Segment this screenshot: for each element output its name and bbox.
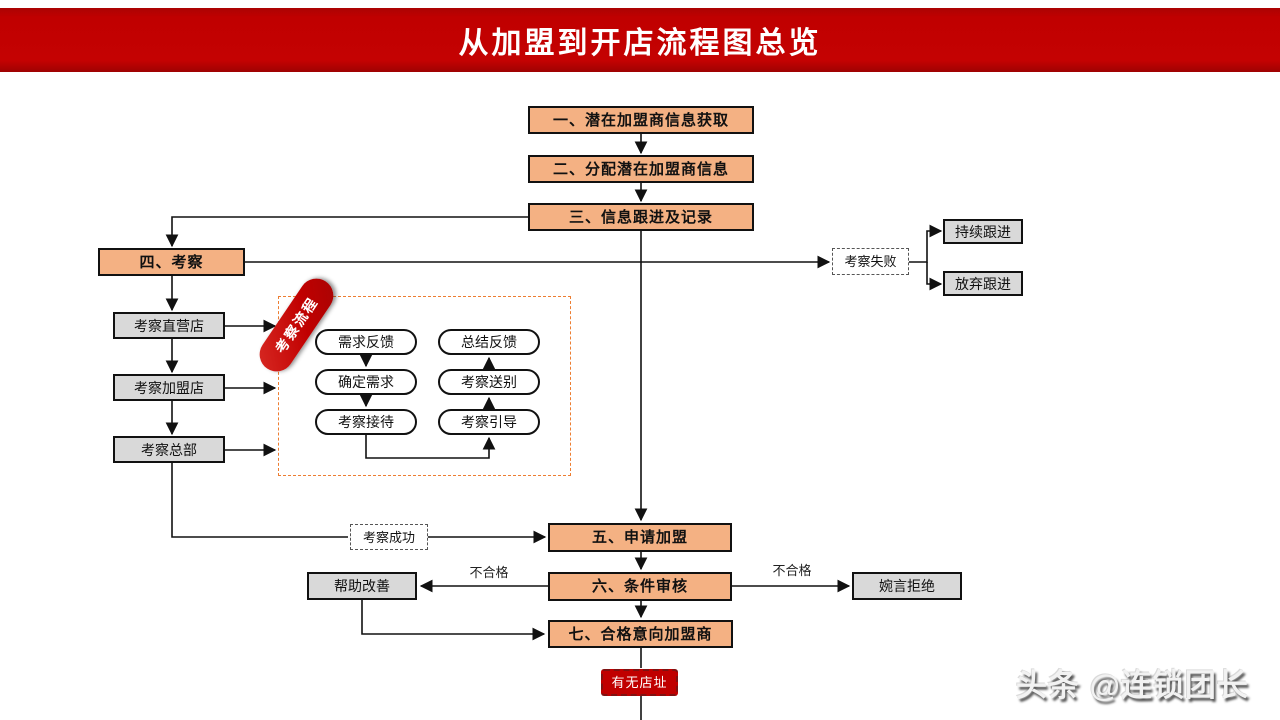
page-title: 从加盟到开店流程图总览 [458, 27, 822, 60]
site-availability-node: 有无店址 [601, 669, 678, 696]
help-improve-node: 帮助改善 [307, 572, 417, 600]
pill-summary-feedback: 总结反馈 [438, 329, 540, 355]
abandon-follow-label: 放弃跟进 [955, 275, 1011, 292]
pill-confirm-demand: 确定需求 [315, 369, 417, 395]
step-7-label: 七、合格意向加盟商 [568, 625, 713, 643]
step-6-condition-review: 六、条件审核 [548, 572, 732, 601]
polite-refusal-label: 婉言拒绝 [879, 578, 935, 594]
step-6-label: 六、条件审核 [591, 578, 688, 595]
step-1-info-acquisition: 一、潜在加盟商信息获取 [528, 106, 754, 134]
inspect-headquarters-label: 考察总部 [141, 441, 197, 458]
pill-inspection-reception: 考察接待 [315, 409, 417, 435]
pill-confirm-demand-label: 确定需求 [338, 374, 394, 390]
step-4-inspection: 四、考察 [98, 248, 245, 276]
inspect-direct-store-node: 考察直营店 [113, 312, 225, 339]
title-banner: 从加盟到开店流程图总览 [0, 8, 1280, 72]
step-2-info-assignment: 二、分配潜在加盟商信息 [528, 155, 754, 183]
unqualified-label-right: 不合格 [758, 560, 826, 579]
unqualified-label-left: 不合格 [455, 562, 523, 581]
pill-inspection-farewell: 考察送别 [438, 369, 540, 395]
step-4-label: 四、考察 [139, 253, 204, 271]
inspect-headquarters-node: 考察总部 [113, 436, 225, 463]
inspection-fail-node: 考察失败 [832, 248, 909, 275]
step-5-label: 五、申请加盟 [591, 529, 688, 546]
step-1-label: 一、潜在加盟商信息获取 [552, 111, 729, 129]
inspect-franchise-store-node: 考察加盟店 [113, 374, 225, 401]
step-7-qualified-franchisee: 七、合格意向加盟商 [548, 620, 733, 648]
inspection-success-label: 考察成功 [362, 529, 415, 545]
inspect-franchise-store-label: 考察加盟店 [134, 379, 204, 396]
pill-inspection-guide: 考察引导 [438, 409, 540, 435]
pill-demand-feedback-label: 需求反馈 [338, 334, 394, 350]
step-3-follow-up-record: 三、信息跟进及记录 [528, 203, 754, 231]
step-3-label: 三、信息跟进及记录 [568, 208, 713, 226]
abandon-follow-node: 放弃跟进 [943, 271, 1023, 296]
polite-refusal-node: 婉言拒绝 [852, 572, 962, 600]
pill-inspection-farewell-label: 考察送别 [461, 374, 517, 390]
inspect-direct-store-label: 考察直营店 [134, 317, 204, 334]
continue-follow-node: 持续跟进 [943, 219, 1023, 244]
help-improve-label: 帮助改善 [334, 578, 390, 594]
site-availability-label: 有无店址 [611, 675, 668, 690]
pill-summary-feedback-label: 总结反馈 [461, 334, 517, 350]
pill-inspection-guide-label: 考察引导 [461, 414, 517, 430]
watermark-toutiao: 头条 @连锁团长 [1016, 668, 1249, 703]
inspection-success-node: 考察成功 [350, 524, 428, 550]
step-2-label: 二、分配潜在加盟商信息 [552, 160, 729, 178]
pill-inspection-reception-label: 考察接待 [338, 414, 394, 430]
continue-follow-label: 持续跟进 [955, 223, 1011, 240]
inspection-fail-label: 考察失败 [844, 254, 897, 269]
step-5-apply-franchise: 五、申请加盟 [548, 523, 732, 552]
pill-demand-feedback: 需求反馈 [315, 329, 417, 355]
